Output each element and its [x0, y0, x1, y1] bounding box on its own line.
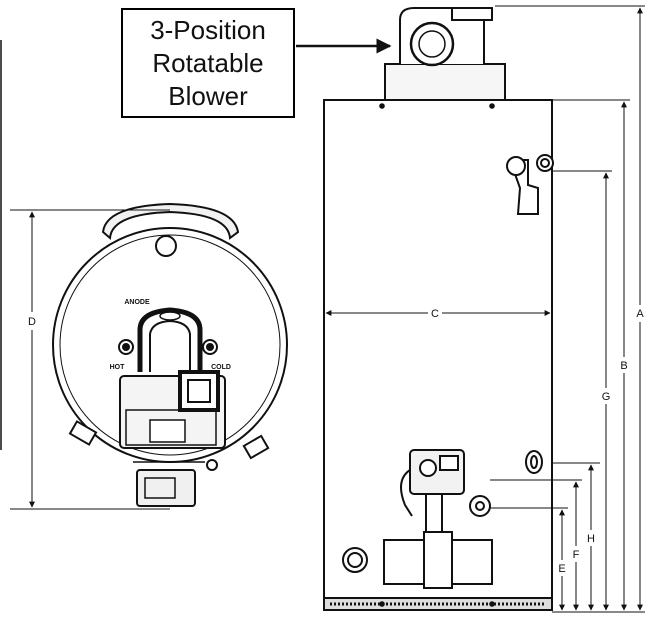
- top-fitting: [155, 235, 177, 257]
- hot-label: HOT: [110, 364, 126, 371]
- cold-nipple-center: [206, 343, 214, 351]
- tank-inner-ring: [59, 234, 281, 456]
- dim-g-label: G: [602, 391, 611, 403]
- exhaust-outlet-inner: [187, 379, 211, 403]
- hot-nipple-center: [122, 343, 130, 351]
- blower-cap: [149, 419, 186, 443]
- callout-line-3: Blower: [168, 80, 248, 111]
- rivet: [489, 601, 495, 607]
- dim-f-label: F: [573, 549, 580, 561]
- burner-door-bracket: [423, 531, 453, 589]
- right-side-fitting: [525, 450, 543, 474]
- gas-valve-knob-top: [144, 477, 176, 499]
- blower-motor-inner: [418, 30, 446, 58]
- dim-e-label: E: [558, 563, 565, 575]
- gas-wire: [400, 469, 413, 517]
- top-outlet-ring: [536, 154, 554, 172]
- gas-valve-display: [439, 455, 459, 471]
- gas-valve-stem: [425, 493, 443, 535]
- blower-outlet: [451, 7, 493, 21]
- cold-nipple: [202, 339, 218, 355]
- dim-a-label: A: [636, 308, 644, 320]
- dim-b-label: B: [620, 360, 627, 372]
- callout-line-1: 3-Position: [150, 14, 266, 45]
- exhaust-outlet: [178, 370, 220, 412]
- drain-valve-outer: [342, 547, 368, 573]
- drain-fitting-top: [206, 459, 218, 471]
- cold-label: COLD: [211, 364, 231, 371]
- front-view: [323, 7, 554, 611]
- side-fitting-left: [68, 420, 98, 446]
- relief-valve-head: [506, 156, 526, 176]
- rivet: [379, 103, 385, 109]
- rivet: [489, 103, 495, 109]
- top-view: [52, 202, 288, 507]
- dim-c-label: C: [431, 308, 439, 320]
- right-side-fitting-inner: [530, 455, 538, 469]
- flue-inner: [149, 319, 191, 372]
- top-outlet-center: [540, 158, 550, 168]
- hot-nipple: [118, 339, 134, 355]
- side-fitting-right: [242, 434, 270, 460]
- vertical-dimensions: [490, 5, 645, 613]
- anode-label: ANODE: [124, 299, 150, 306]
- top-handle: [101, 202, 240, 241]
- rivet: [379, 601, 385, 607]
- drain-valve-inner: [347, 552, 363, 568]
- flue-arch: [137, 307, 203, 372]
- callout-line-2: Rotatable: [152, 47, 264, 78]
- gas-valve-knob: [419, 459, 437, 477]
- blower-base: [384, 63, 506, 101]
- dimension-d: [10, 209, 170, 510]
- dim-h-label: H: [587, 533, 595, 545]
- blower-callout-box: 3-Position Rotatable Blower: [121, 8, 295, 118]
- gas-inlet-coupling: [469, 495, 491, 517]
- gas-inlet-center: [475, 501, 485, 511]
- blower-motor: [409, 21, 455, 67]
- gas-valve-top: [136, 469, 196, 507]
- dim-d-label: D: [28, 316, 36, 328]
- blower-motor-block: [125, 409, 217, 446]
